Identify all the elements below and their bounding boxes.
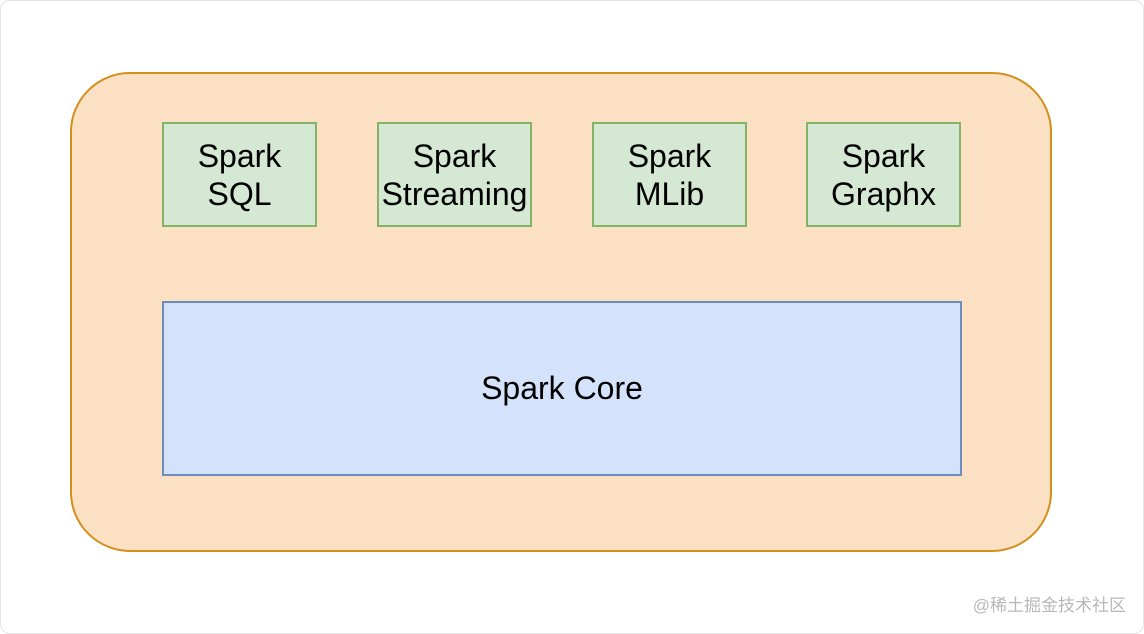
spark-sql-module: Spark SQL bbox=[162, 122, 317, 227]
spark-streaming-module: Spark Streaming bbox=[377, 122, 532, 227]
spark-graphx-module: Spark Graphx bbox=[806, 122, 961, 227]
spark-core-block: Spark Core bbox=[162, 301, 962, 476]
spark-mlib-module: Spark MLib bbox=[592, 122, 747, 227]
watermark: @稀土掘金技术社区 bbox=[972, 596, 1126, 615]
